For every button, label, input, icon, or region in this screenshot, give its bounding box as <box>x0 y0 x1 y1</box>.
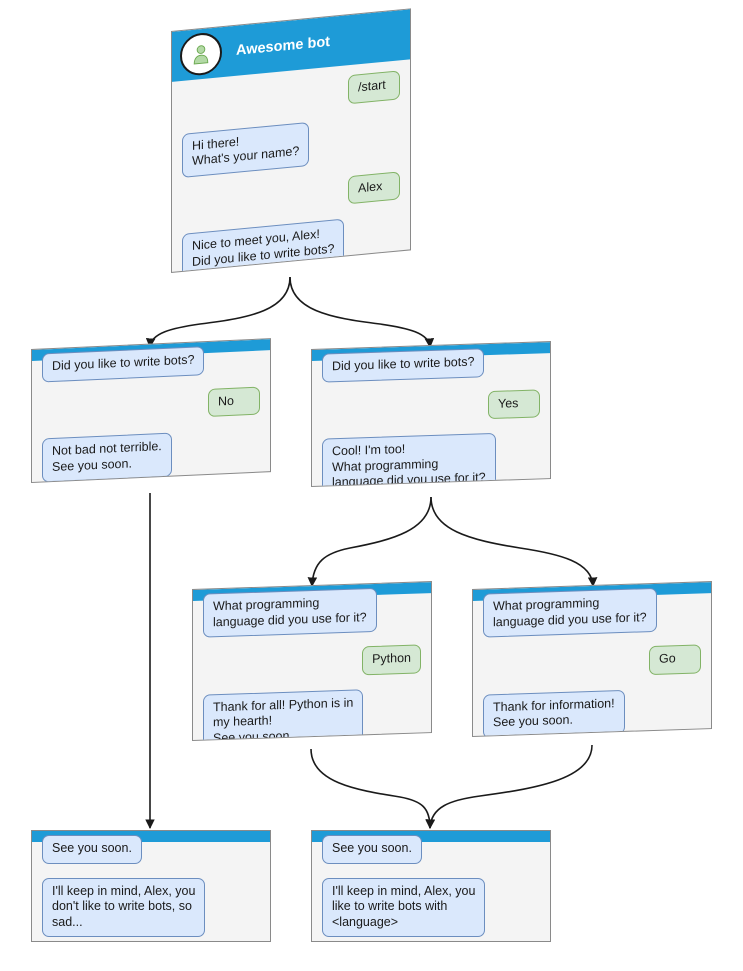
chat-header <box>32 831 270 842</box>
bot-message: I'll keep in mind, Alex, you don't like … <box>42 877 206 937</box>
user-message[interactable]: Go <box>649 644 701 675</box>
node-end-no[interactable]: See you soon. I'll keep in mind, Alex, y… <box>31 830 271 942</box>
edge-start-to-yes <box>289 276 435 348</box>
node-start[interactable]: Awesome bot /start Hi there! What's your… <box>171 8 411 273</box>
person-icon <box>193 45 209 65</box>
bot-message: What programming language did you use fo… <box>483 587 657 638</box>
user-message[interactable]: Python <box>362 644 421 675</box>
message-row: What programming language did you use fo… <box>483 586 701 638</box>
message-row: What programming language did you use fo… <box>203 586 421 638</box>
chat-transcript: See you soon. I'll keep in mind, Alex, y… <box>32 835 270 941</box>
user-message[interactable]: /start <box>348 70 400 104</box>
node-answer-go[interactable]: What programming language did you use fo… <box>472 581 712 737</box>
chat-transcript: Did you like to write bots? Yes Cool! I'… <box>312 346 550 487</box>
bot-message: I'll keep in mind, Alex, you like to wri… <box>322 877 486 937</box>
bot-name: Awesome bot <box>236 33 331 59</box>
chat-transcript: What programming language did you use fo… <box>473 586 711 737</box>
bot-message: Nice to meet you, Alex! Did you like to … <box>182 218 345 273</box>
message-row: Nice to meet you, Alex! Did you like to … <box>182 213 400 273</box>
message-row: I'll keep in mind, Alex, you don't like … <box>42 877 260 937</box>
edge-python-to-end-yes <box>310 748 435 829</box>
message-row: I'll keep in mind, Alex, you like to wri… <box>322 877 540 937</box>
avatar <box>180 31 222 78</box>
bot-message: Not bad not terrible. See you soon. <box>42 432 172 483</box>
message-row: Alex <box>182 170 400 220</box>
edge-yes-to-go <box>430 496 598 587</box>
chat-transcript: Did you like to write bots? No Not bad n… <box>32 343 270 483</box>
message-row: Not bad not terrible. See you soon. <box>42 429 260 483</box>
user-message[interactable]: No <box>208 386 260 417</box>
bot-message: Cool! I'm too! What programming language… <box>322 432 496 487</box>
message-row: No <box>42 386 260 424</box>
edge-yes-to-python <box>307 496 432 587</box>
bot-message: Did you like to write bots? <box>322 348 485 383</box>
node-answer-no[interactable]: Did you like to write bots? No Not bad n… <box>31 338 271 483</box>
message-row: See you soon. <box>322 835 540 864</box>
user-message[interactable]: Yes <box>488 388 540 420</box>
bot-message: What programming language did you use fo… <box>203 587 377 638</box>
node-answer-yes[interactable]: Did you like to write bots? Yes Cool! I'… <box>311 341 551 487</box>
message-row: Thank for all! Python is in my hearth! S… <box>203 687 421 741</box>
message-row: Yes <box>322 388 540 425</box>
message-row: Hi there! What's your name? <box>182 113 400 178</box>
message-row: Cool! I'm too! What programming language… <box>322 431 540 487</box>
bot-message: Thank for information! See you soon. <box>483 689 625 737</box>
chat-transcript: What programming language did you use fo… <box>193 586 431 741</box>
message-row: Did you like to write bots? <box>322 346 540 383</box>
user-message[interactable]: Alex <box>348 170 400 205</box>
node-answer-python[interactable]: What programming language did you use fo… <box>192 581 432 741</box>
bot-message: Hi there! What's your name? <box>182 121 310 178</box>
node-end-yes[interactable]: See you soon. I'll keep in mind, Alex, y… <box>311 830 551 942</box>
message-row: Python <box>203 644 421 680</box>
edge-start-to-no <box>145 276 291 348</box>
chat-transcript: See you soon. I'll keep in mind, Alex, y… <box>312 835 550 941</box>
message-row: Thank for information! See you soon. <box>483 687 701 737</box>
bot-message: Did you like to write bots? <box>42 346 205 383</box>
chat-header: Awesome bot <box>172 9 410 82</box>
bot-message: Thank for all! Python is in my hearth! S… <box>203 688 364 741</box>
chat-transcript: /start Hi there! What's your name? Alex … <box>172 59 410 273</box>
message-row: /start <box>182 70 400 119</box>
message-row: Go <box>483 644 701 680</box>
bot-message: See you soon. <box>42 835 142 864</box>
message-row: See you soon. <box>42 835 260 864</box>
bot-message: See you soon. <box>322 835 422 864</box>
chat-header <box>312 831 550 842</box>
edge-go-to-end-yes <box>425 744 593 829</box>
